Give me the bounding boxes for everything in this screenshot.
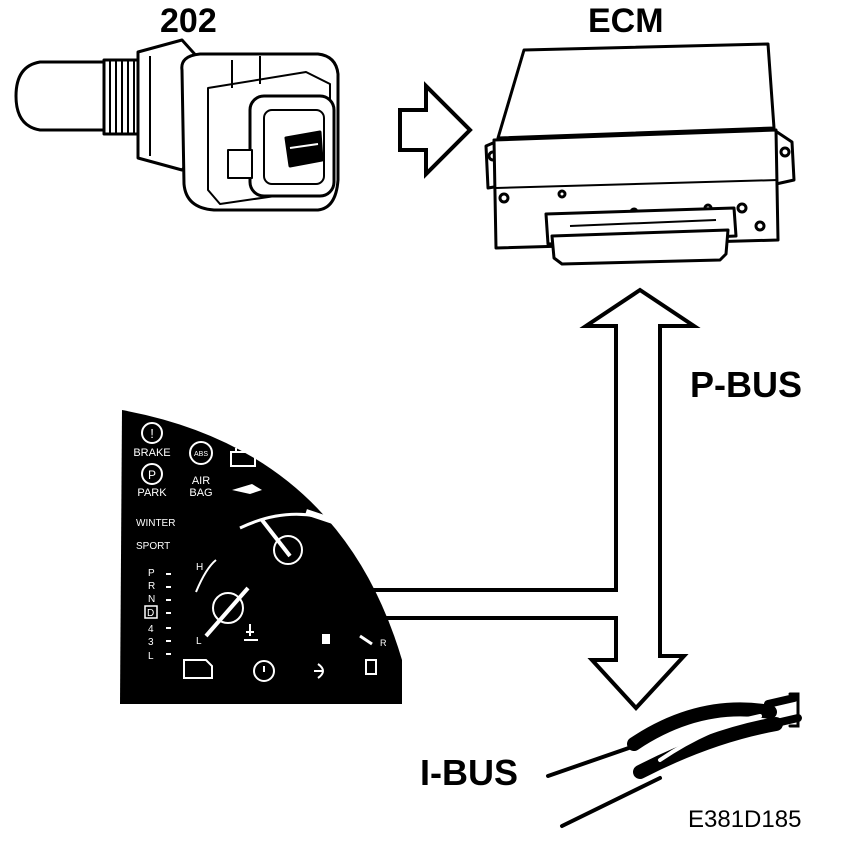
gear-d: D — [147, 608, 154, 619]
abs-label: ABS — [194, 451, 208, 458]
gear-indicator: P R N D 4 3 L — [144, 568, 171, 662]
sensor-202 — [14, 38, 340, 212]
i-bus-cable — [546, 692, 802, 828]
gear-4: 4 — [148, 624, 154, 635]
figure-code: E381D185 — [688, 806, 802, 833]
coolant-temp-icon — [244, 624, 258, 641]
gear-l: L — [148, 651, 154, 662]
check-engine-icon — [183, 659, 213, 679]
brake-system-icon — [253, 660, 275, 682]
fuel-full-label: F — [374, 562, 380, 572]
fog-light-icon — [314, 663, 324, 679]
park-symbol: P — [148, 468, 156, 482]
speedometer-needle — [260, 518, 292, 558]
brake-label: BRAKE — [133, 447, 170, 459]
ecm-unit — [484, 42, 796, 266]
instrument-cluster: ! BRAKE ABS P PARK AIR BAG WINTER SPORT … — [120, 410, 402, 704]
fuel-reserve-label: R — [380, 638, 387, 648]
sensor-label: 202 — [160, 2, 217, 40]
fuel-pump-icon — [365, 659, 377, 675]
ecm-label: ECM — [588, 2, 664, 40]
sensor-to-ecm-arrow — [398, 81, 473, 179]
temp-high-label: H — [196, 562, 203, 573]
sport-label: SPORT — [136, 541, 170, 552]
airbag-label-top: AIR — [192, 475, 210, 487]
temp-low-label: L — [196, 636, 202, 647]
airbag-label-bottom: BAG — [189, 487, 212, 499]
battery-icon — [230, 451, 256, 467]
park-label: PARK — [137, 487, 167, 499]
park-brake-icon — [141, 463, 163, 485]
oil-pressure-icon — [232, 484, 262, 494]
gear-n: N — [148, 594, 155, 605]
brake-symbol: ! — [150, 426, 154, 441]
gear-r: R — [148, 581, 155, 592]
gear-p: P — [148, 568, 155, 579]
winter-label: WINTER — [136, 518, 175, 529]
i-bus-label: I-BUS — [420, 752, 518, 793]
brake-warning-icon — [141, 422, 163, 444]
abs-warning-icon — [189, 441, 213, 465]
gear-3: 3 — [148, 637, 154, 648]
temp-needle — [204, 586, 250, 638]
p-bus-label: P-BUS — [690, 364, 803, 405]
